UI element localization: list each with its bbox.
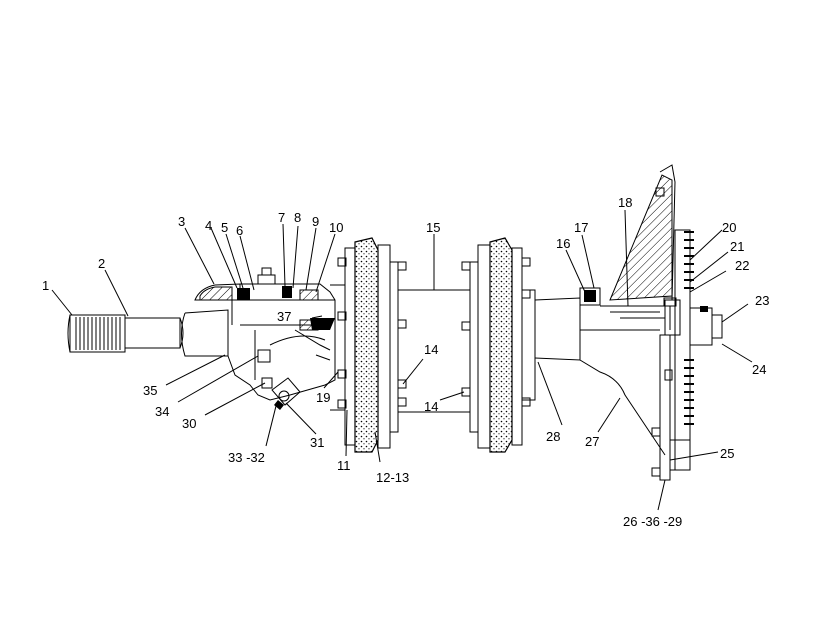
ring-gear-teeth: [684, 231, 694, 425]
flywheel-housing: [609, 164, 723, 481]
callout-11: 11: [337, 458, 351, 473]
callout-26-36-29: 26 -36 -29: [623, 514, 682, 529]
callout-5: 5: [221, 220, 228, 235]
callout-9: 9: [312, 214, 319, 229]
callout-18: 18: [618, 195, 632, 210]
callout-14-lower: 14: [424, 399, 438, 414]
callout-8: 8: [294, 210, 301, 225]
callout-20: 20: [722, 220, 736, 235]
callout-12-13: 12-13: [376, 470, 409, 485]
callout-17: 17: [574, 220, 588, 235]
callout-7: 7: [278, 210, 285, 225]
splined-shaft: [67, 309, 229, 357]
callout-34: 34: [155, 404, 169, 419]
callout-14-upper: 14: [424, 342, 438, 357]
callout-19: 19: [316, 390, 330, 405]
callout-23: 23: [755, 293, 769, 308]
callout-15: 15: [426, 220, 440, 235]
callout-33-32: 33 -32: [228, 450, 265, 465]
callout-4: 4: [205, 218, 212, 233]
spline-teeth: [75, 317, 121, 350]
callout-1: 1: [42, 278, 49, 293]
callout-2: 2: [98, 256, 105, 271]
callout-24: 24: [752, 362, 766, 377]
callout-16: 16: [556, 236, 570, 251]
callout-labels: 1 2 3 4 5 6 7 8 9 10 15 16 17 18 20 21 2…: [42, 195, 769, 529]
coupling-left: [330, 237, 407, 453]
callout-21: 21: [730, 239, 744, 254]
front-housing: [194, 267, 336, 410]
callout-3: 3: [178, 214, 185, 229]
coupling-right-bolts: [461, 257, 531, 407]
callout-37: 37: [277, 309, 291, 324]
callout-35: 35: [143, 383, 157, 398]
coupling-right: [461, 237, 536, 453]
callout-30: 30: [182, 416, 196, 431]
callout-31: 31: [310, 435, 324, 450]
coupling-left-bolts: [337, 257, 407, 409]
callout-28: 28: [546, 429, 560, 444]
callout-22: 22: [735, 258, 749, 273]
callout-10: 10: [329, 220, 343, 235]
callout-6: 6: [236, 223, 243, 238]
callout-25: 25: [720, 446, 734, 461]
output-shaft-hub: [534, 287, 681, 456]
callout-27: 27: [585, 434, 599, 449]
leader-lines: [51, 209, 753, 511]
